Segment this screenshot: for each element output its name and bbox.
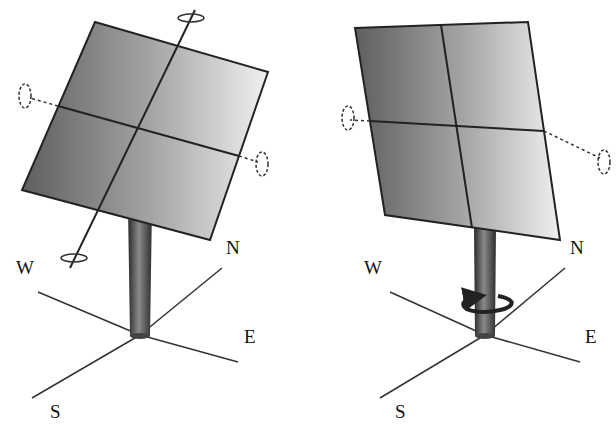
compass-label: S: [50, 402, 61, 421]
compass-label: W: [364, 258, 382, 277]
compass-label: E: [585, 327, 597, 346]
pole: [474, 225, 496, 336]
compass-label: W: [16, 258, 34, 277]
solar-panel: [22, 22, 268, 240]
azimuth-rotation-arrow: [463, 296, 511, 312]
compass-label: E: [244, 327, 256, 346]
compass-label: N: [226, 238, 240, 257]
compass-label: S: [395, 402, 406, 421]
rotation-symbols: [342, 106, 610, 174]
ground-lines: [32, 268, 580, 398]
rotation-symbols: [19, 14, 268, 262]
tilt-axis: [70, 10, 195, 268]
solar-panel: [355, 22, 560, 240]
compass-label: N: [570, 238, 584, 257]
